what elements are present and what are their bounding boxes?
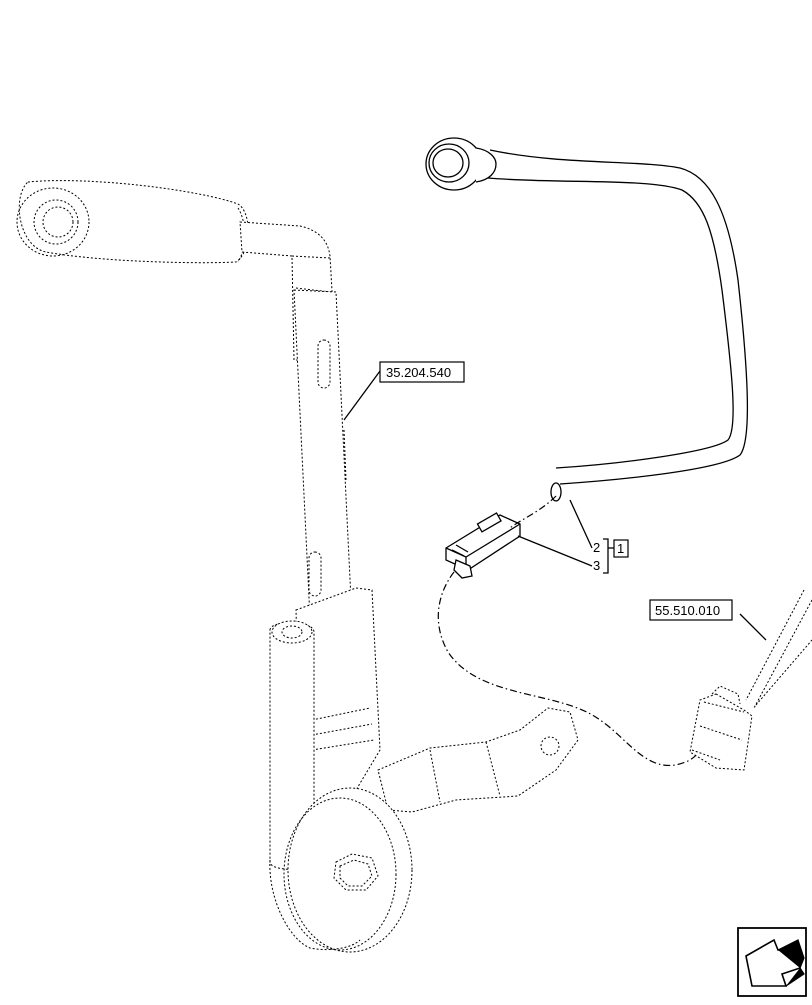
harness-sensor (425, 137, 749, 502)
lever-assembly (16, 180, 579, 953)
callout-harness-ref[interactable]: 55.510.010 (649, 599, 767, 641)
harness-ref-label: 55.510.010 (655, 603, 720, 618)
connector-2 (445, 512, 521, 579)
callout-items: 2 3 1 (517, 499, 629, 574)
item-1-label: 1 (617, 541, 624, 556)
adjacent-harness (689, 589, 812, 771)
return-arrow-icon[interactable] (737, 927, 807, 997)
callout-lever[interactable]: 35.204.540 (343, 361, 465, 421)
lever-ref-label: 35.204.540 (386, 365, 451, 380)
harness-route (437, 495, 715, 766)
item-2-label: 2 (593, 540, 600, 555)
item-3-label: 3 (593, 558, 600, 573)
